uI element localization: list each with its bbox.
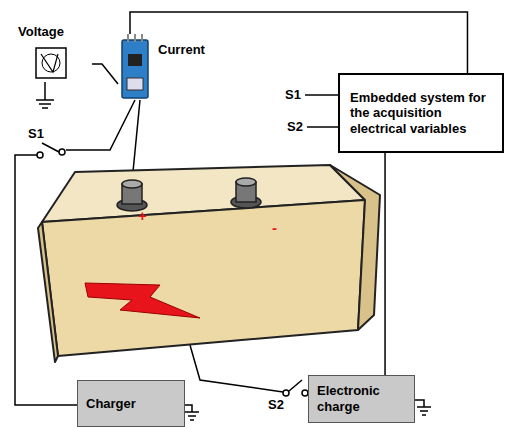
ground-symbol: [39, 103, 51, 105]
ground-symbol: [42, 107, 48, 109]
switch-label: S1: [28, 127, 44, 140]
ground-symbol: [36, 99, 54, 101]
battery-side: [330, 165, 380, 330]
voltmeter: Voltage: [18, 24, 92, 84]
ground-symbol: [417, 406, 431, 408]
wire-connector: [92, 64, 118, 84]
polarity-sign: -: [272, 220, 277, 235]
meter-label: Voltage: [18, 24, 92, 40]
wire-connector: [130, 12, 467, 73]
negative-terminal-top: [236, 178, 256, 186]
switch-contact: [37, 152, 43, 158]
ground-symbol: [422, 414, 426, 416]
s2-input-wire: [307, 126, 338, 128]
ground-wire: [44, 82, 46, 100]
ground-symbol: [420, 410, 428, 412]
ground-symbol: [185, 411, 199, 413]
box-label: Embedded system for the acquisition elec…: [350, 90, 492, 137]
battery-front: [42, 200, 365, 356]
electronic-charge-box: Electronic charge: [308, 375, 415, 423]
ground-symbol: [190, 419, 194, 421]
switch-s2: [289, 380, 302, 391]
switch-contact: [283, 390, 289, 396]
ground-symbol: [188, 415, 196, 417]
voltmeter-symbol: [28, 46, 68, 80]
box-label: Charger: [86, 396, 136, 412]
ground-wire: [185, 405, 192, 412]
switch-s1: [42, 143, 59, 152]
positive-terminal-top: [122, 180, 142, 188]
battery-edge: [38, 222, 58, 362]
lightning-bolt: [85, 283, 200, 318]
switch-label: S2: [268, 398, 284, 411]
box-label: Electronic charge: [317, 383, 406, 414]
sensor-label: Current: [158, 42, 205, 58]
battery-to-s2-wire: [190, 345, 283, 392]
s1-input-wire: [305, 94, 338, 96]
ground-wire: [415, 400, 424, 407]
sensor-to-s1-wire: [66, 100, 135, 150]
current-sensor: Current: [118, 34, 228, 102]
polarity-sign: +: [138, 208, 147, 223]
signal-label: S2: [287, 120, 303, 133]
wire-connector: [385, 153, 386, 375]
charger-box: Charger: [77, 380, 185, 427]
current-sensor-board: [118, 34, 154, 102]
signal-label: S1: [285, 88, 301, 101]
switch-contact: [59, 149, 65, 155]
embedded-system-box: Embedded system for the acquisition elec…: [338, 73, 504, 153]
